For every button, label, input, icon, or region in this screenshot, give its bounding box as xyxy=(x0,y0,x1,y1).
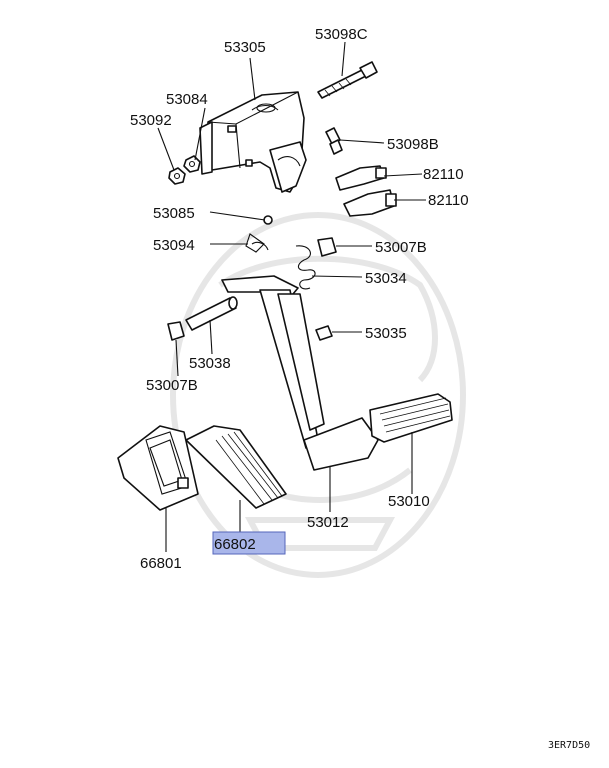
label-53010: 53010 xyxy=(388,493,430,510)
accel-pedal-part xyxy=(185,425,287,509)
nut-53084-part xyxy=(183,155,201,173)
short-bolt-part xyxy=(325,127,343,155)
label-53034: 53034 xyxy=(365,270,407,287)
pedal-bracket-part xyxy=(199,91,307,193)
clutch-pad-part xyxy=(303,417,379,471)
label-53098c: 53098C xyxy=(315,26,368,43)
brake-pad-part xyxy=(369,393,453,443)
label-82110-1: 82110 xyxy=(423,166,464,183)
label-53035: 53035 xyxy=(365,325,407,342)
label-66801: 66801 xyxy=(140,555,182,572)
bushing-53007b-top-part xyxy=(317,237,337,257)
label-53092: 53092 xyxy=(130,112,172,129)
label-53007b-bottom: 53007B xyxy=(146,377,198,394)
clip-53094-part xyxy=(245,233,269,253)
pedal-arm-part xyxy=(221,275,325,449)
bushing-53085-part xyxy=(263,215,273,225)
label-53084: 53084 xyxy=(166,91,208,108)
label-53007b-top: 53007B xyxy=(375,239,427,256)
diagram-code: 3ER7D50 xyxy=(548,740,590,751)
highlight-box xyxy=(212,531,286,555)
accel-bracket-part xyxy=(117,425,199,511)
label-53305: 53305 xyxy=(224,39,266,56)
switch-2-part xyxy=(343,189,397,217)
nut-53092-part xyxy=(168,167,186,185)
shaft-53038-part xyxy=(185,296,238,331)
label-82110-2: 82110 xyxy=(428,192,469,209)
label-53098b: 53098B xyxy=(387,136,439,153)
switch-1-part xyxy=(335,165,387,191)
spring-53034-part xyxy=(295,245,316,290)
bushing-53007b-bottom-part xyxy=(167,321,185,341)
label-53012: 53012 xyxy=(307,514,349,531)
leader-lines xyxy=(157,41,426,552)
label-66802[interactable]: 66802 xyxy=(214,536,256,553)
label-53085: 53085 xyxy=(153,205,195,222)
long-bolt-part xyxy=(317,61,378,99)
stopper-53035-part xyxy=(315,325,333,341)
label-53038: 53038 xyxy=(189,355,231,372)
label-53094: 53094 xyxy=(153,237,195,254)
